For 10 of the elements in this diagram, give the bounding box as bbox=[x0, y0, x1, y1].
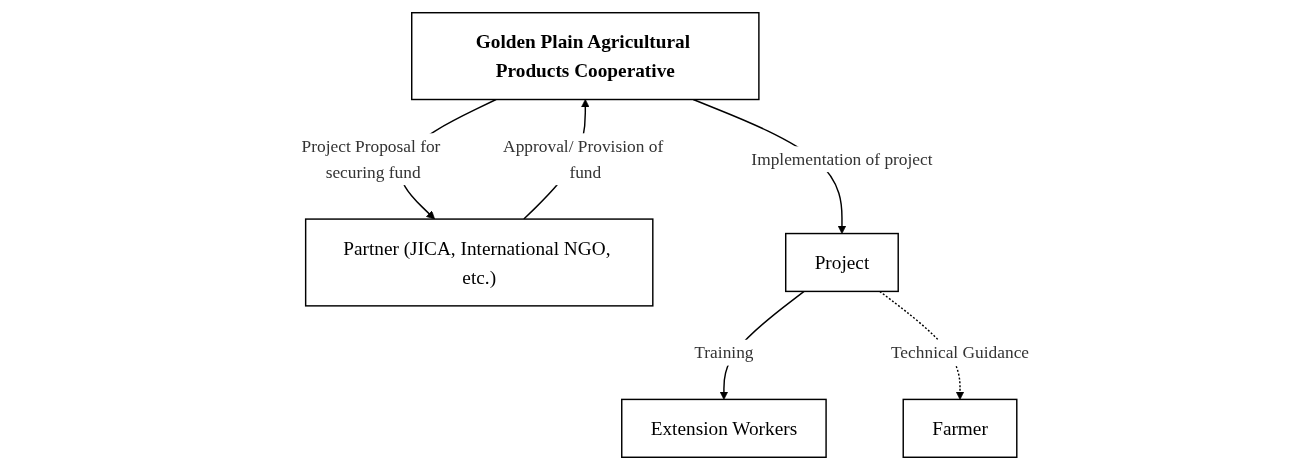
edge-label: Training bbox=[694, 342, 754, 362]
node-box: Partner (JICA, International NGO, etc.) bbox=[305, 218, 654, 307]
edge-label: Approval/ Provision of fund bbox=[503, 136, 664, 182]
edge-label: Technical Guidance bbox=[891, 342, 1030, 362]
node-box: Extension Workers bbox=[621, 398, 827, 458]
edge-label: Project Proposal for securing fund bbox=[301, 136, 441, 182]
node-box: Project bbox=[785, 232, 900, 293]
edge-label: Implementation of project bbox=[751, 149, 933, 169]
node-box: Farmer bbox=[902, 398, 1018, 458]
node-box: Golden Plain Agricultural Products Cooperative bbox=[411, 12, 760, 101]
